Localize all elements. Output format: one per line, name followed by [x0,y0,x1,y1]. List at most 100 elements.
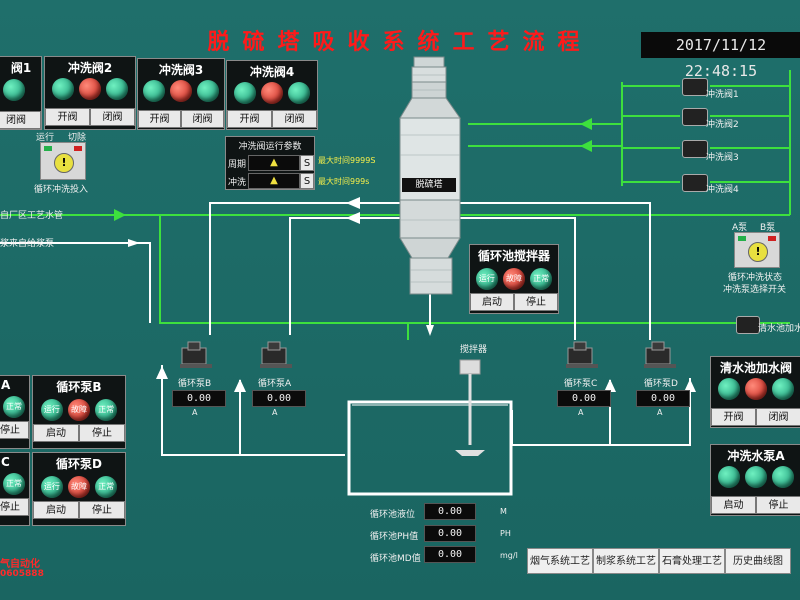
pool-md-unit: mg/l [500,551,518,560]
clear-water-valve-icon[interactable] [736,316,760,334]
right-valve-2-label: 冲洗阀2 [706,120,739,130]
pump-d-icon[interactable] [644,340,676,370]
clear-water-close-button[interactable]: 闭阀 [756,408,800,426]
run-label: 运行 [36,133,55,143]
pump-b-current: 0.00 [172,390,226,407]
run-lamp-icon: 运行 [40,476,63,498]
tower-label: 脱硫塔 [402,178,456,192]
warning-icon: ! [748,242,768,262]
valve-panel-2: 冲洗阀2 开阀 闭阀 [44,56,136,130]
clear-water-panel-title: 清水池加水阀 [719,361,792,375]
pump-a-icon[interactable] [260,340,292,370]
clear-water-open-button[interactable]: 开阀 [711,408,756,426]
branding-line-1: 气自动化 [0,559,40,570]
pump-b-icon[interactable] [180,340,212,370]
fault-lamp-icon [261,82,283,104]
run-lamp-icon: 运行 [40,399,63,421]
flush-status-label: 循环冲洗状态 [728,273,783,283]
right-valve-3-label: 冲洗阀3 [706,153,739,163]
agitator-start-button[interactable]: 启动 [470,293,514,311]
right-valve-3-icon[interactable] [682,140,708,158]
pump-a-panel-title: A [1,378,11,392]
normal-lamp-icon: 正常 [3,473,25,495]
cycle-unit: S [300,155,314,171]
valve-4-close-button[interactable]: 闭阀 [272,110,317,128]
agitator-panel-title: 循环池搅拌器 [477,249,550,263]
right-valve-1-icon[interactable] [682,78,708,96]
clear-water-label: 清水池加水 [758,324,800,334]
tab-history[interactable]: 历史曲线图 [725,548,791,574]
tab-gypsum[interactable]: 石膏处理工艺 [659,548,725,574]
flush-pump-selector-switch[interactable]: ! [734,232,780,268]
fault-lamp-icon [745,466,767,488]
pool-level-unit: M [500,507,507,516]
pump-b-unit: A [192,408,198,417]
valve-panel-4: 冲洗阀4 开阀 闭阀 [226,60,318,130]
fault-lamp-icon [170,80,192,102]
agitator-label: 搅拌器 [460,345,488,355]
clear-water-panel: 清水池加水阀 开阀 闭阀 [710,356,800,428]
valve-3-close-button[interactable]: 闭阀 [181,110,224,128]
normal-lamp-icon [772,466,795,488]
fault-lamp-icon: 故障 [68,476,90,498]
branding-line-2: 0605888 [0,569,44,579]
pump-b-start-button[interactable]: 启动 [33,424,79,442]
pump-b-panel-title: 循环泵B [56,380,102,394]
normal-lamp-icon [197,80,220,102]
valve-4-open-button[interactable]: 开阀 [227,110,272,128]
valve-2-open-button[interactable]: 开阀 [45,108,90,126]
pump-c-icon[interactable] [566,340,598,370]
flush-pump-a-start-button[interactable]: 启动 [711,496,756,514]
cycle-max-note: 最大时间9999S [318,156,376,165]
pump-a-panel: A 正常 停止 [0,375,30,449]
valve-3-open-button[interactable]: 开阀 [138,110,181,128]
flush-pump-a-panel: 冲洗水泵A 启动 停止 [710,444,800,516]
pump-d-unit: A [657,408,663,417]
pump-b-stop-button[interactable]: 停止 [79,424,125,442]
cycle-value-input[interactable]: ▲ [248,155,300,171]
valve-1-close-button[interactable]: 闭阀 [0,111,41,129]
valve-panel-title: 冲洗阀4 [249,65,295,79]
valve-2-close-button[interactable]: 闭阀 [90,108,135,126]
pump-c-stop-button[interactable]: 停止 [0,498,29,516]
right-valve-2-icon[interactable] [682,108,708,126]
pump-d-start-button[interactable]: 启动 [33,501,79,519]
pump-c-current: 0.00 [557,390,611,407]
valve-panel-3: 冲洗阀3 开阀 闭阀 [137,58,225,130]
flush-unit: S [300,173,314,189]
tab-flue-gas[interactable]: 烟气系统工艺 [527,548,593,574]
pump-d-current: 0.00 [636,390,690,407]
flush-mode-switch[interactable]: ! [40,142,86,180]
params-title: 冲洗阀运行参数 [238,142,302,152]
pump-a-stop-button[interactable]: 停止 [0,421,29,439]
normal-lamp-icon [772,378,795,400]
pump-selector-label: 冲洗泵选择开关 [723,285,787,295]
flush-max-note: 最大时间999s [318,177,370,186]
agitator-stop-button[interactable]: 停止 [514,293,558,311]
pool-ph-label: 循环池PH值 [370,532,419,542]
warning-icon: ! [54,153,74,173]
pump-c-panel: C 正常 停止 [0,452,30,526]
cycle-label: 周期 [227,159,246,170]
normal-lamp-icon: 正常 [95,476,118,498]
run-lamp-icon [233,82,256,104]
pump-a-label: 循环泵A [258,379,292,389]
flush-mode-label: 循环冲洗投入 [34,185,89,195]
valve-panel-title: 阀1 [10,61,32,75]
right-valve-4-icon[interactable] [682,174,708,192]
pool-ph-unit: PH [500,529,511,538]
flush-pump-a-stop-button[interactable]: 停止 [756,496,800,514]
pump-c-unit: A [578,408,584,417]
normal-lamp-icon: 正常 [95,399,118,421]
agitator-panel: 循环池搅拌器 运行 故障 正常 启动 停止 [469,244,559,314]
pump-d-stop-button[interactable]: 停止 [79,501,125,519]
right-valve-1-label: 冲洗阀1 [706,90,739,100]
pool-level-value: 0.00 [424,503,476,520]
pump-a-unit: A [272,408,278,417]
flush-value-input[interactable]: ▲ [248,173,300,189]
pump-d-panel-title: 循环泵D [56,457,102,471]
tab-slurry[interactable]: 制浆系统工艺 [593,548,659,574]
pump-b-panel: 循环泵B 运行 故障 正常 启动 停止 [32,375,126,449]
page-title: 脱硫塔吸收系统工艺流程 [207,30,593,55]
